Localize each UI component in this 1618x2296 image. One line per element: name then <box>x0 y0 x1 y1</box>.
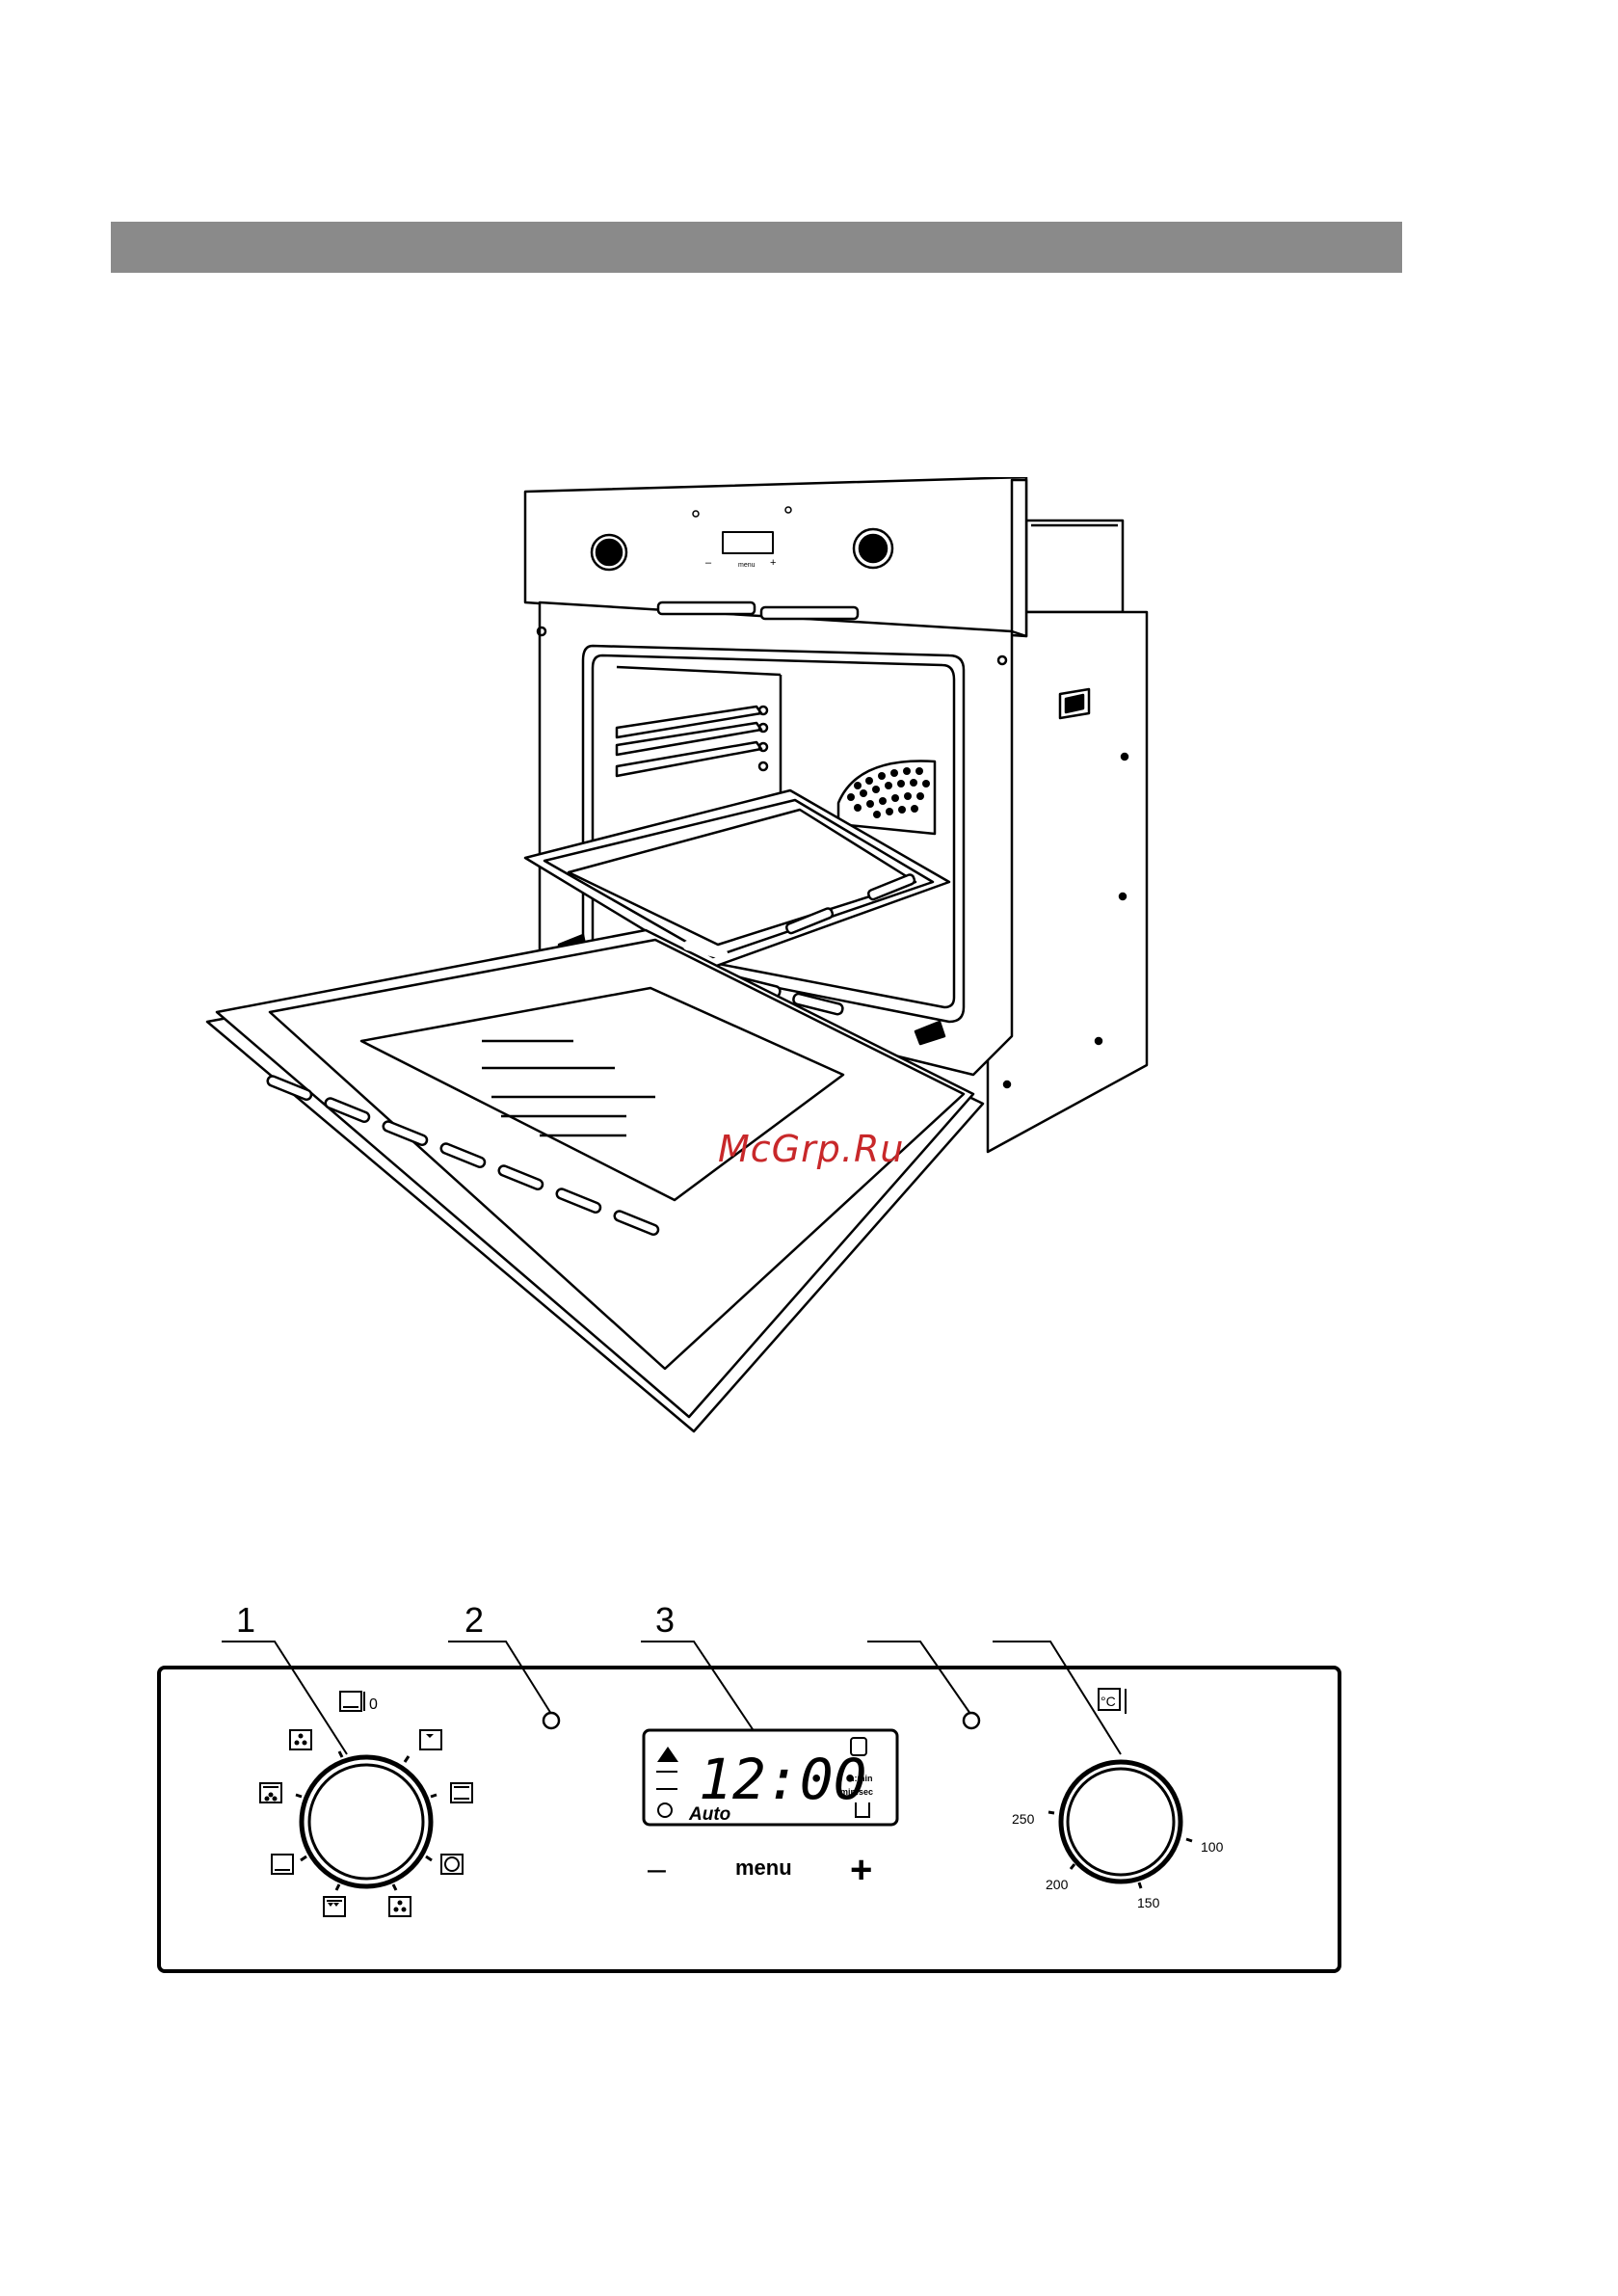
oven-plus-label: + <box>770 557 776 569</box>
menu-button[interactable]: menu <box>735 1855 792 1880</box>
alarm-bell-icon <box>657 1747 678 1762</box>
grill-fan-icon <box>260 1783 281 1802</box>
display-auto-mode: Auto <box>688 1804 730 1825</box>
top-bottom-heat-icon <box>451 1783 472 1802</box>
hot-air-icon <box>441 1855 463 1874</box>
indicator-lamp-right <box>964 1713 979 1728</box>
temperature-knob[interactable] <box>1061 1762 1180 1882</box>
section-header-bar <box>111 222 1402 273</box>
grill-icon <box>324 1897 345 1916</box>
watermark: McGrp.Ru <box>718 1128 904 1170</box>
display-time: 12:00 <box>699 1747 867 1812</box>
manual-hand-icon <box>856 1802 869 1817</box>
oven-minus-label: – <box>705 557 712 569</box>
celsius-label: °C <box>1101 1694 1116 1709</box>
callout-1: 1 <box>236 1600 255 1640</box>
function-knob[interactable] <box>302 1757 431 1886</box>
minus-button[interactable]: – <box>648 1851 666 1887</box>
unit-hmin: h:min <box>849 1774 873 1783</box>
temp-scale-250: 250 <box>1012 1811 1035 1827</box>
off-mode-icon <box>340 1692 361 1711</box>
fan-grill-icon <box>290 1730 311 1749</box>
unit-minsec: min:sec <box>840 1787 873 1797</box>
off-label: 0 <box>369 1696 378 1713</box>
temp-scale-200: 200 <box>1046 1877 1069 1892</box>
callout-2: 2 <box>464 1600 484 1640</box>
callout-3: 3 <box>655 1600 675 1640</box>
temp-scale-100: 100 <box>1201 1839 1224 1855</box>
bottom-heat-icon <box>272 1855 293 1874</box>
celsius-icon <box>1099 1689 1120 1710</box>
door-lock-icon <box>851 1738 866 1755</box>
oven-illustration: – menu + <box>202 477 1166 1441</box>
temp-scale-150: 150 <box>1137 1895 1160 1910</box>
clock-icon <box>658 1803 672 1817</box>
light-icon <box>420 1730 441 1749</box>
plus-button[interactable]: + <box>850 1849 872 1891</box>
fan-bottom-heat-icon <box>389 1897 411 1916</box>
indicator-lamp-left <box>544 1713 559 1728</box>
lcd-display <box>644 1730 897 1825</box>
oven-menu-label: menu <box>738 562 756 569</box>
